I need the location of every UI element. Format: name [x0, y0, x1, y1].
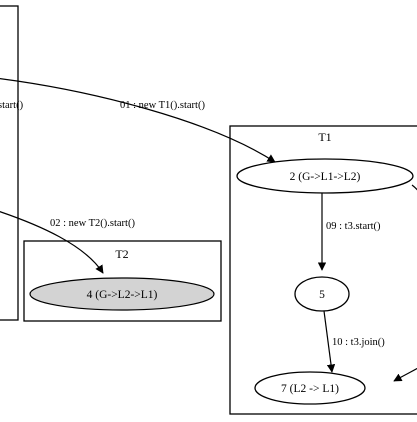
cluster-t2: T2 — [23, 240, 222, 322]
edge-02 — [0, 211, 104, 274]
edge-from-node-2-offscreen — [411, 184, 417, 191]
edge-10 — [323, 310, 336, 373]
edge-09-label: 09 : t3.start() — [326, 221, 381, 232]
node-7: 7 (L2 -> L1) — [254, 371, 366, 405]
node-5: 5 — [294, 276, 350, 312]
node-7-shape — [254, 371, 366, 405]
node-5-shape — [294, 276, 350, 312]
node-2-label: 2 (G->L1->L2) — [290, 171, 361, 183]
node-7-label: 7 (L2 -> L1) — [281, 383, 339, 395]
cluster-t1-title: T1 — [318, 130, 331, 144]
main-cluster — [0, 5, 19, 321]
edge-10-label: 10 : t3.join() — [332, 337, 385, 348]
left-partial-edge-label: start() — [0, 100, 24, 111]
node-2-shape — [236, 158, 414, 194]
cluster-t1: T1 — [229, 125, 417, 415]
node-4-shape — [29, 277, 215, 311]
edge-into-node-7-offscreen — [393, 367, 417, 382]
cluster-t2-box — [23, 240, 222, 322]
edge-01 — [0, 78, 276, 163]
node-5-label: 5 — [319, 289, 325, 301]
cluster-t1-box — [229, 125, 417, 415]
cluster-t2-title: T2 — [115, 247, 128, 261]
edge-02-label: 02 : new T2().start() — [50, 218, 135, 229]
node-2: 2 (G->L1->L2) — [236, 158, 414, 194]
main-cluster-box — [0, 5, 19, 321]
node-4-label: 4 (G->L2->L1) — [87, 289, 158, 301]
node-4: 4 (G->L2->L1) — [29, 277, 215, 311]
edge-01-label: 01 : new T1().start() — [120, 100, 205, 111]
